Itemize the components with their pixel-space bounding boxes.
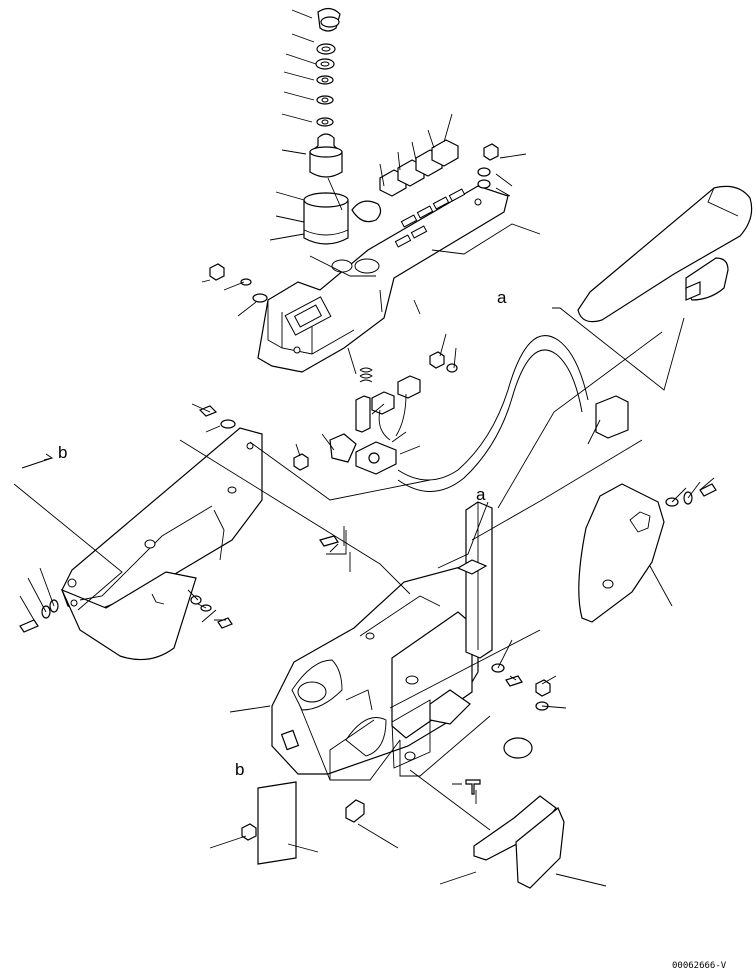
leader-lines [19, 9, 715, 887]
armrest [577, 185, 753, 323]
console-base-frame [271, 565, 491, 781]
vertical-post [456, 501, 493, 659]
switch-row [351, 139, 459, 223]
left-side-cover [60, 427, 263, 661]
drawing-code: 00062666-V [672, 961, 727, 971]
right-side-cover [578, 483, 665, 623]
callout-a-upper: a [497, 288, 507, 307]
callout-b-left: b [58, 443, 67, 462]
lower-covers [257, 737, 565, 889]
callout-labels: a a b b [21, 288, 507, 779]
callout-b-bottom: b [235, 760, 244, 779]
switch-knob-stack [303, 7, 349, 245]
upper-console [257, 185, 509, 373]
reference-lines [13, 223, 663, 831]
fasteners [19, 143, 717, 841]
callout-b-arrow [21, 453, 54, 469]
callout-a-lower: a [476, 485, 486, 504]
wiring-harness [329, 335, 629, 492]
